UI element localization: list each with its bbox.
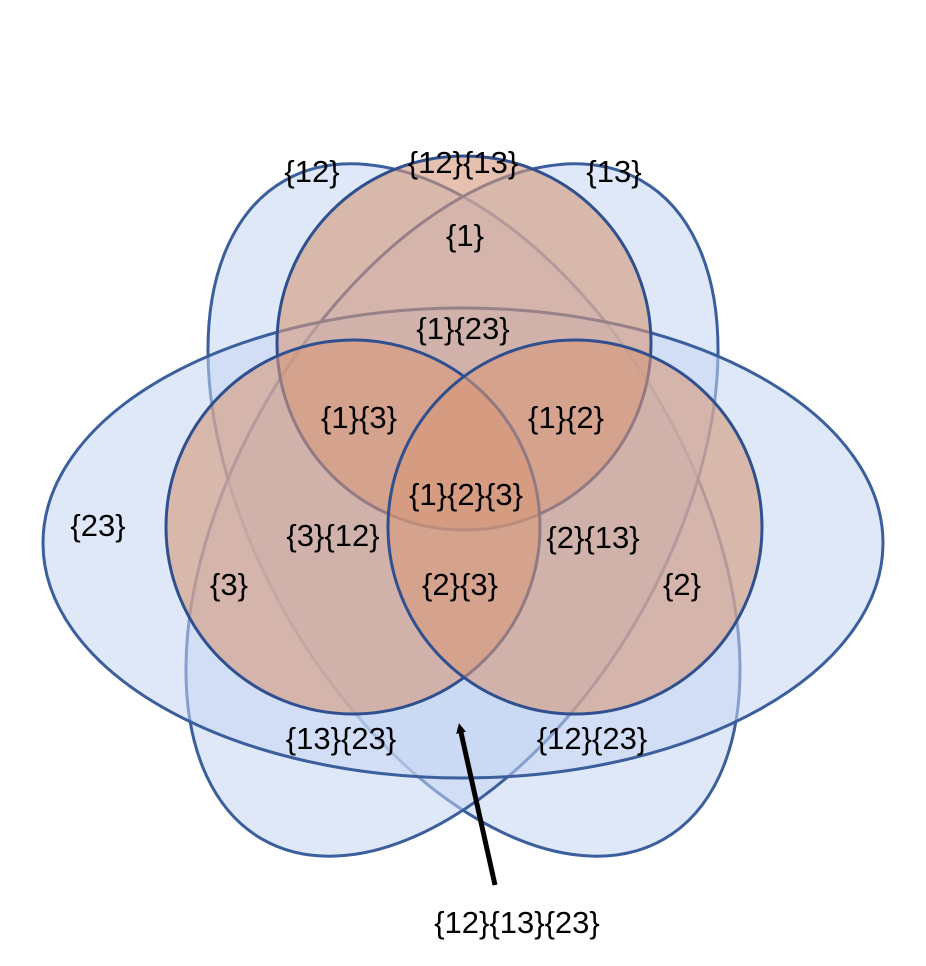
set-2-circle — [386, 338, 764, 716]
label-2-3: {2}{3} — [422, 567, 498, 602]
label-12: {12} — [284, 154, 339, 189]
label-13: {13} — [586, 154, 641, 189]
label-23: {23} — [70, 508, 125, 543]
callout-label: {12}{13}{23} — [434, 905, 600, 940]
label-12-13: {12}{13} — [408, 145, 518, 180]
label-1-2: {1}{2} — [528, 400, 604, 435]
label-3-12: {3}{12} — [286, 518, 379, 553]
callout-arrow — [456, 723, 498, 886]
label-1: {1} — [446, 218, 484, 253]
label-13-23: {13}{23} — [286, 721, 396, 756]
label-12-23: {12}{23} — [537, 721, 647, 756]
label-3: {3} — [210, 567, 248, 602]
label-1-23: {1}{23} — [416, 311, 509, 346]
singleton-sets — [164, 154, 764, 716]
label-2-13: {2}{13} — [546, 520, 639, 555]
label-1-2-3: {1}{2}{3} — [409, 477, 523, 512]
label-2: {2} — [663, 567, 701, 602]
region-labels: {12} {12}{13} {13} {1} {1}{23} {1}{3} {1… — [70, 145, 701, 756]
label-1-3: {1}{3} — [321, 400, 397, 435]
callout: {12}{13}{23} — [434, 723, 600, 940]
